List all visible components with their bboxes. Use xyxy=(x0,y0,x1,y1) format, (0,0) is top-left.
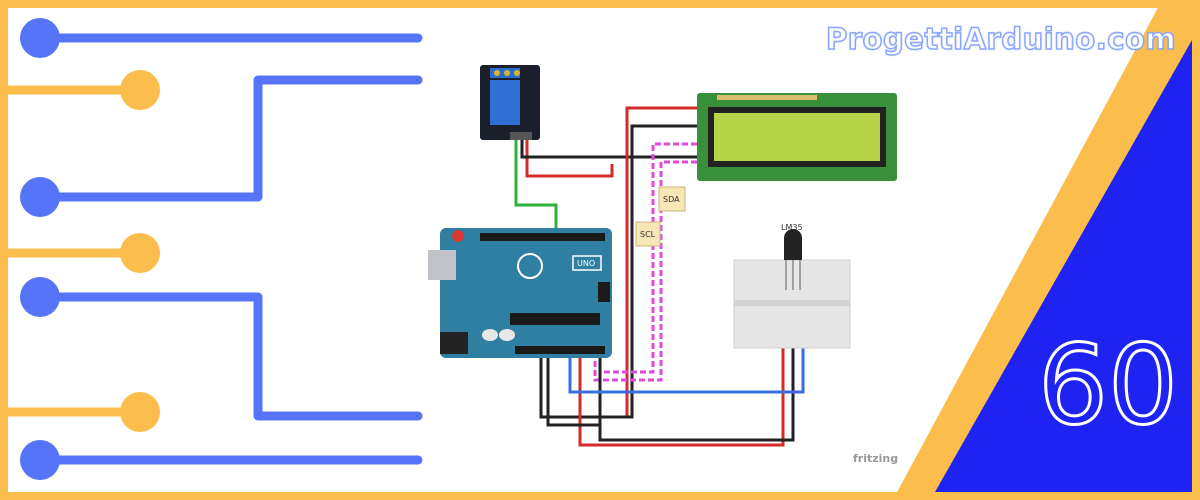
blue-node xyxy=(20,18,60,58)
sda-label: SDA xyxy=(663,195,680,204)
circuit-diagram: SDA SCL UNO LM35 xyxy=(428,65,897,447)
lm35-label: LM35 xyxy=(781,223,803,232)
wire-black xyxy=(520,138,697,159)
wire-black xyxy=(546,357,600,427)
corner-blue-triangle xyxy=(935,40,1192,492)
blue-node xyxy=(20,277,60,317)
yellow-node xyxy=(120,233,160,273)
decorative-circuit xyxy=(0,18,423,480)
board-label: UNO xyxy=(577,259,595,268)
episode-number: 60 xyxy=(1037,321,1180,449)
yellow-node xyxy=(120,392,160,432)
wires xyxy=(514,106,805,447)
breadboard xyxy=(733,259,851,349)
i2c-labels: SDA SCL xyxy=(635,186,686,247)
lm35-sensor: LM35 xyxy=(781,223,803,290)
relay-module xyxy=(480,65,540,140)
wire-green xyxy=(514,138,558,233)
yellow-node xyxy=(120,70,160,110)
wire-sda xyxy=(598,142,697,374)
arduino-uno-board: UNO xyxy=(428,228,612,358)
blue-node xyxy=(20,177,60,217)
site-title: ProgettiArduino.com xyxy=(825,21,1177,57)
wire-red xyxy=(578,290,785,447)
fritzing-credit: fritzing xyxy=(853,452,899,465)
wire-scl xyxy=(593,160,697,382)
wire-black xyxy=(598,290,795,442)
wire-black xyxy=(539,124,697,419)
blue-node xyxy=(20,440,60,480)
scl-label: SCL xyxy=(640,230,656,239)
lcd-display xyxy=(697,93,897,181)
